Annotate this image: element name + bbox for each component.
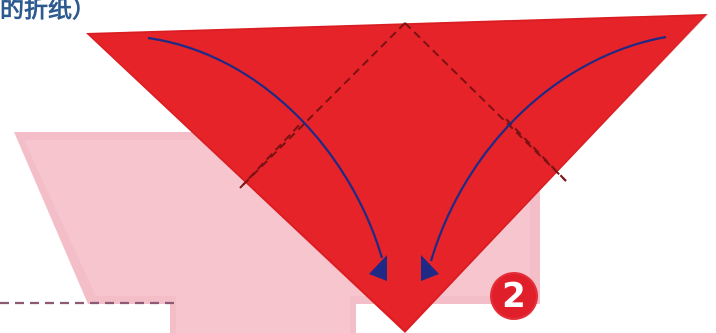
- step-number-badge: 2: [490, 272, 538, 320]
